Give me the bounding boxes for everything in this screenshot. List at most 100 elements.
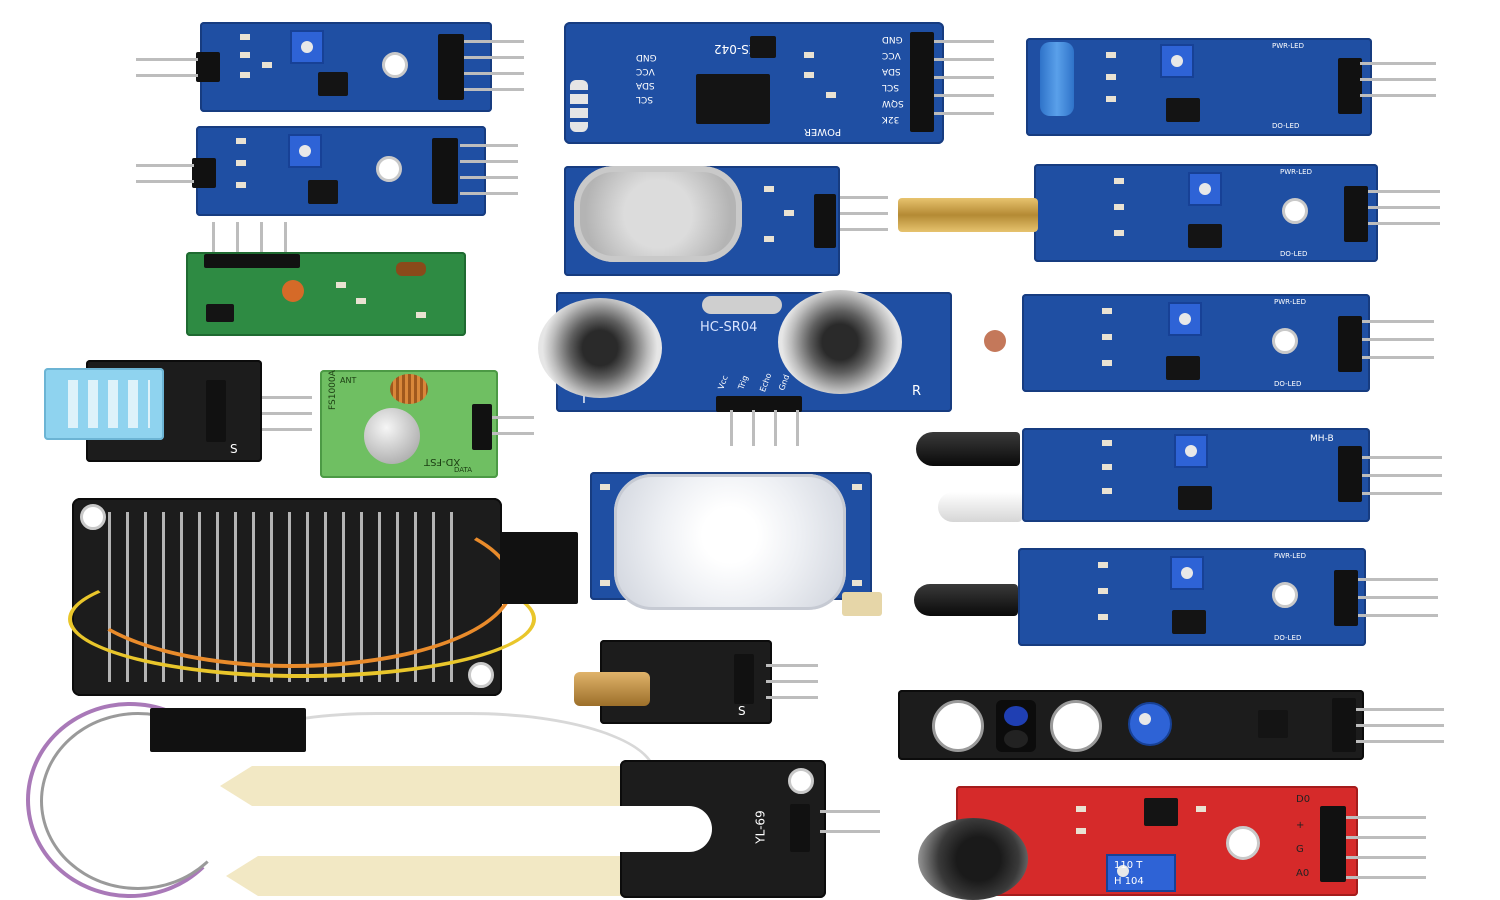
smd-part [1102, 308, 1112, 314]
ic-chip [206, 304, 234, 322]
sound-pot-label-2: H 104 [1114, 876, 1144, 887]
pin [136, 58, 198, 61]
ultrasonic-r: R [912, 384, 922, 399]
saw-resonator [364, 408, 420, 464]
smd-part [416, 312, 426, 318]
pin [1346, 816, 1426, 819]
rtc-ic-chip [696, 74, 770, 124]
pin [1356, 724, 1444, 727]
pin [752, 410, 755, 446]
smd-part [356, 298, 366, 304]
pin [460, 192, 518, 195]
pin-header [206, 380, 226, 442]
pin [1346, 876, 1426, 879]
mount-hole [1272, 582, 1298, 608]
pin [260, 222, 263, 262]
pin [492, 416, 534, 419]
tilt-do-label: DO-LED [1272, 122, 1300, 130]
pin [796, 410, 799, 446]
mount-hole [80, 504, 106, 530]
flame-sensor-module: PWR-LED DO-LED [1018, 548, 1366, 646]
photo-do-label: DO-LED [1274, 380, 1302, 388]
smd-part [236, 160, 246, 166]
pin-header-left [192, 158, 216, 188]
rtc-pin-gnd-l: GND [636, 52, 657, 62]
pin [1362, 338, 1434, 341]
smd-part [336, 282, 346, 288]
pin [840, 228, 888, 231]
photoresistor [984, 330, 1006, 352]
pin [1346, 856, 1426, 859]
laser-mark: S [738, 704, 746, 718]
pin [284, 222, 287, 262]
photoresistor-module: PWR-LED DO-LED [1022, 294, 1370, 392]
sensor-module-1 [200, 22, 492, 112]
tilt-switch [1040, 42, 1074, 116]
smd-part [1114, 204, 1124, 210]
gas-sensor-mesh [574, 166, 742, 262]
ultrasonic-model: HC-SR04 [700, 320, 758, 335]
sound-pin-d0: D0 [1296, 794, 1311, 805]
pin-header [1332, 698, 1356, 752]
smd-part [804, 52, 814, 58]
smd-part [240, 52, 250, 58]
smd-part [600, 484, 610, 490]
smd-part [1114, 178, 1124, 184]
pin [1368, 222, 1440, 225]
pin [262, 412, 312, 415]
smd-part [600, 580, 610, 586]
pin [766, 680, 818, 683]
pin [934, 112, 994, 115]
pin [262, 428, 312, 431]
pin-header [1338, 446, 1362, 502]
mount-hole [788, 768, 814, 794]
rf-transmitter-module: FS1000A XD-FST ANT DATA [320, 370, 498, 478]
ic-chip [1172, 610, 1206, 634]
inductor [282, 280, 304, 302]
pin [1360, 94, 1436, 97]
rtc-module: ZS-042 POWER GND VCC SDA SCL GND VCC SDA… [564, 22, 944, 144]
potentiometer [1170, 556, 1204, 590]
pin [1358, 614, 1438, 617]
ultrasonic-transducer-left [538, 298, 662, 398]
pin [464, 56, 524, 59]
crystal [702, 296, 782, 314]
flame-pwr-label: PWR-LED [1274, 552, 1306, 560]
pin-header [432, 138, 458, 204]
ic-chip [1258, 710, 1288, 738]
rtc-pin-gnd-r: GND [882, 34, 903, 44]
sound-pin-a0: A0 [1296, 868, 1310, 879]
pin-header [1320, 806, 1346, 882]
mount-hole [1272, 328, 1298, 354]
pin-header [734, 654, 754, 704]
smd-part [804, 72, 814, 78]
flame-do-label: DO-LED [1274, 634, 1302, 642]
rtc-pin-scl-r: SCL [882, 82, 900, 92]
smd-part [236, 182, 246, 188]
smd-part [1196, 806, 1206, 812]
connector [500, 532, 578, 604]
smd-part [764, 236, 774, 242]
pin [1368, 190, 1440, 193]
rf-data: DATA [454, 466, 473, 474]
pin [460, 176, 518, 179]
pin [934, 40, 994, 43]
smd-part [852, 484, 862, 490]
ir-obstacle-module: MH-B [1022, 428, 1370, 522]
ic-chip [318, 72, 348, 96]
smd-part [826, 92, 836, 98]
rf-ant: ANT [340, 376, 357, 385]
smd-part [784, 210, 794, 216]
ic-chip [1166, 98, 1200, 122]
smd-part [1102, 440, 1112, 446]
potentiometer [1106, 854, 1176, 892]
pin [212, 222, 215, 262]
smd-part [1076, 828, 1086, 834]
pin-header [910, 32, 934, 132]
sensor-module-2 [196, 126, 486, 216]
rtc-pin-sda-r: SDA [882, 66, 901, 76]
pir-pot [842, 592, 882, 616]
smd-part [852, 580, 862, 586]
rf-receiver-module [186, 252, 466, 336]
ic-chip [1188, 224, 1222, 248]
